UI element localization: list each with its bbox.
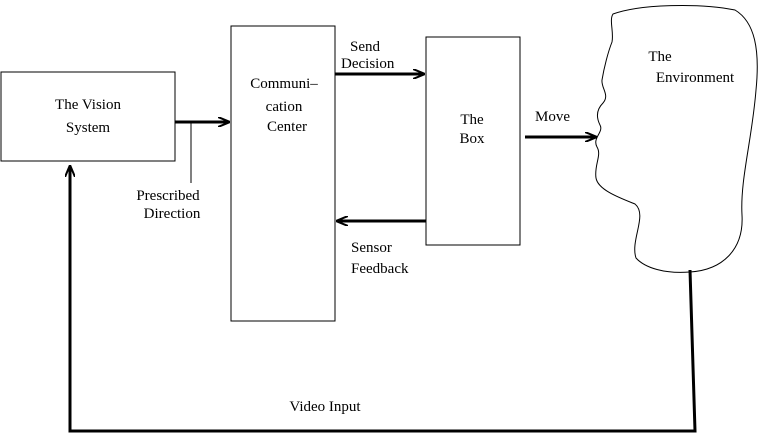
environment-head-shape: [595, 4, 758, 273]
edge-send-decision: Send Decision: [335, 39, 424, 74]
environment-node: The Environment: [595, 4, 758, 273]
vision-system-box: [0, 71, 176, 162]
communication-center-label-line1: Communi–: [250, 76, 318, 92]
environment-label-line2: Environment: [656, 70, 735, 86]
environment-label-line1: The: [648, 49, 672, 65]
video-input-label: Video Input: [289, 399, 361, 415]
communication-center-label-line2: cation: [266, 99, 303, 115]
edge-sensor-feedback: Sensor Feedback: [337, 221, 426, 277]
the-box-node: The Box: [425, 36, 521, 246]
sensor-feedback-label-line2: Feedback: [351, 261, 409, 277]
edge-video-input: Video Input: [70, 166, 697, 433]
the-box-label-line1: The: [460, 112, 484, 128]
communication-center-node: Communi– cation Center: [230, 25, 336, 322]
arrow-environment-to-vision: [70, 166, 697, 433]
vision-system-label-line1: The Vision: [55, 97, 121, 113]
the-box-label-line2: Box: [459, 131, 485, 147]
prescribed-direction-label-line2: Direction: [144, 206, 201, 222]
the-box-rect: [425, 36, 521, 246]
edge-move: Move: [525, 109, 596, 137]
edge-prescribed-direction: Prescribed Direction: [136, 122, 229, 222]
communication-center-box: [230, 25, 336, 322]
vision-system-node: The Vision System: [0, 71, 176, 162]
communication-center-label-line3: Center: [267, 119, 307, 135]
move-label: Move: [535, 109, 570, 125]
prescribed-direction-label-line1: Prescribed: [136, 188, 200, 204]
send-decision-label-line2: Decision: [341, 56, 395, 72]
send-decision-label-line1: Send: [350, 39, 381, 55]
sensor-feedback-label-line1: Sensor: [351, 240, 392, 256]
vision-system-label-line2: System: [66, 120, 111, 136]
